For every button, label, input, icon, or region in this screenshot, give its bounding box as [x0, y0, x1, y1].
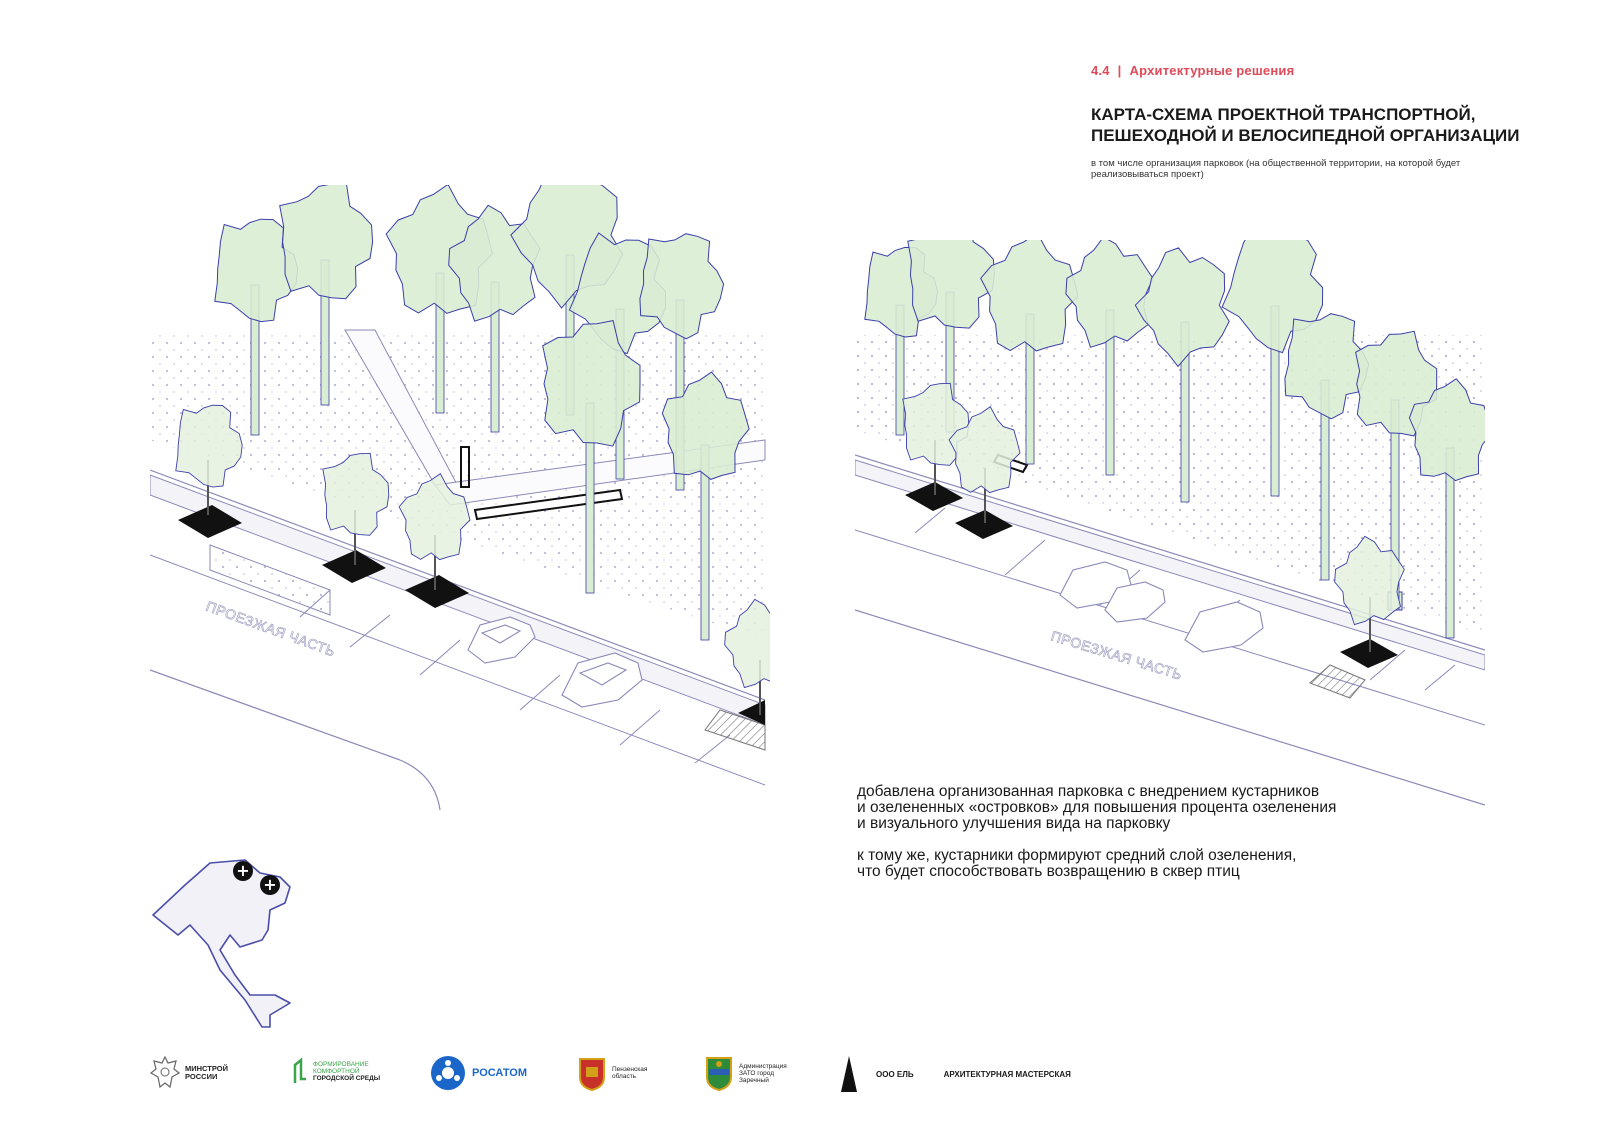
sidewalk-strip [855, 459, 1485, 671]
logo-text: АРХИТЕКТУРНАЯ МАСТЕРСКАЯ [943, 1069, 1071, 1079]
car [1184, 601, 1264, 653]
hatched-island [704, 709, 766, 751]
logo-text: область [612, 1073, 637, 1080]
caption-line: добавлена организованная парковка с внед… [857, 783, 1320, 800]
tree-pit [405, 575, 469, 608]
logo-text: Пензенская [612, 1066, 648, 1073]
tree-pit [1340, 639, 1398, 668]
tree [1134, 247, 1230, 503]
logo-text: ООО ЕЛЬ [876, 1069, 914, 1079]
road-edge [150, 669, 401, 761]
logo-zato-zarechny: Администрация ЗАТО город Заречный [705, 1055, 787, 1091]
site-minimap: + + [152, 859, 291, 1028]
road-edge [400, 760, 765, 763]
logo-text: МИНСТРОЙ [185, 1064, 228, 1073]
marker-symbol: + [263, 875, 276, 894]
young-tree [724, 598, 770, 715]
subtitle-line-1: в том числе организация парковок (на общ… [1091, 158, 1461, 169]
location-marker: + [260, 875, 280, 895]
logo-comfort-city: ФОРМИРОВАНИЕ КОМФОРТНОЙ ГОРОДСКОЙ СРЕДЫ [292, 1057, 380, 1085]
logo-text: КОМФОРТНОЙ [313, 1067, 360, 1075]
marker-symbol: + [236, 861, 249, 880]
logo-rosatom: РОСАТОМ [430, 1055, 527, 1091]
tree-pit [738, 700, 765, 725]
section-number: 4.4 [1091, 63, 1110, 78]
tree-pit [955, 510, 1013, 539]
location-marker: + [233, 861, 253, 881]
young-tree [175, 404, 243, 515]
tree [1065, 240, 1154, 476]
tree [907, 240, 995, 433]
car [1104, 581, 1166, 623]
logo-penza-region: Пензенская область [578, 1055, 647, 1091]
kerb-line [150, 469, 766, 701]
zarechny-coat-of-arms-icon [706, 1057, 732, 1091]
road-edge [855, 609, 1485, 806]
car [561, 652, 643, 708]
subtitle-line-2: реализовываться проект) [1091, 169, 1204, 180]
tree [1408, 378, 1485, 639]
logo-text: Администрация [739, 1062, 787, 1070]
info-stand [460, 446, 470, 488]
tree [980, 240, 1079, 465]
kerb-line [150, 554, 766, 786]
logo-minstroy: МИНСТРОЙ РОССИИ [150, 1055, 228, 1091]
caption-paragraph-1: добавлена организованная парковка с внед… [857, 784, 1377, 832]
eagle-emblem-icon [150, 1055, 180, 1089]
logo-text: ФОРМИРОВАНИЕ [313, 1060, 369, 1068]
caption-line: и визуального улучшения вида на парковку [857, 815, 1171, 832]
caption-line: и озелененных «островков» для повышения … [857, 799, 1337, 816]
site-outline [152, 859, 291, 1028]
caption: добавлена организованная парковка с внед… [857, 784, 1377, 896]
tree-pit [178, 505, 242, 538]
parking-bays [209, 544, 731, 764]
caption-paragraph-2: к тому же, кустарники формируют средний … [857, 848, 1377, 880]
comfort-city-icon [293, 1057, 306, 1083]
scene-left-axonometric: ПРОЕЗЖАЯ ЧАСТЬ [150, 185, 770, 811]
page-title: КАРТА-СХЕМА ПРОЕКТНОЙ ТРАНСПОРТНОЙ, ПЕШЕ… [1091, 104, 1571, 146]
tree [279, 185, 374, 406]
road-label-right: ПРОЕЗЖАЯ ЧАСТЬ [1049, 628, 1184, 683]
section-tag: 4.4 | Архитектурные решения [1091, 63, 1294, 78]
spruce-icon [841, 1056, 857, 1092]
kerb-line [855, 529, 1485, 726]
tree [214, 218, 299, 436]
section-name: Архитектурные решения [1129, 63, 1295, 78]
tree [542, 320, 641, 594]
young-tree [398, 473, 471, 590]
logo-el: ООО ЕЛЬ АРХИТЕКТУРНАЯ МАСТЕРСКАЯ [840, 1055, 1071, 1093]
title-line-2: ПЕШЕХОДНОЙ И ВЕЛОСИПЕДНОЙ ОРГАНИЗАЦИИ [1091, 126, 1520, 145]
scene-right-axonometric: ПРОЕЗЖАЯ ЧАСТЬ [855, 240, 1485, 806]
penza-coat-of-arms-icon [579, 1058, 605, 1091]
section-separator: | [1117, 63, 1122, 78]
caption-line: что будет способствовать возвращению в с… [857, 863, 1240, 880]
young-tree [322, 452, 390, 565]
young-tree [948, 406, 1021, 523]
caption-line: к тому же, кустарники формируют средний … [857, 847, 1297, 864]
logo-text: РОСАТОМ [472, 1067, 527, 1079]
hatched-island [1309, 664, 1366, 699]
page-subtitle: в том числе организация парковок (на общ… [1091, 158, 1531, 180]
tree-pit [322, 550, 386, 583]
title-line-1: КАРТА-СХЕМА ПРОЕКТНОЙ ТРАНСПОРТНОЙ, [1091, 105, 1476, 124]
rosatom-atom-icon [431, 1056, 465, 1090]
logo-text: ГОРОДСКОЙ СРЕДЫ [313, 1074, 381, 1082]
car [467, 616, 536, 664]
bench [473, 488, 624, 521]
tree [661, 371, 750, 641]
partner-logos: МИНСТРОЙ РОССИИ ФОРМИРОВАНИЕ КОМФОРТНОЙ … [150, 1055, 1150, 1105]
young-tree [1334, 535, 1405, 652]
road-curve [399, 759, 441, 811]
tree-pit [905, 482, 963, 511]
logo-text: ЗАТО город [739, 1069, 775, 1077]
logo-text: РОССИИ [185, 1072, 218, 1081]
tree [1284, 313, 1370, 581]
logo-text: Заречный [739, 1076, 769, 1084]
